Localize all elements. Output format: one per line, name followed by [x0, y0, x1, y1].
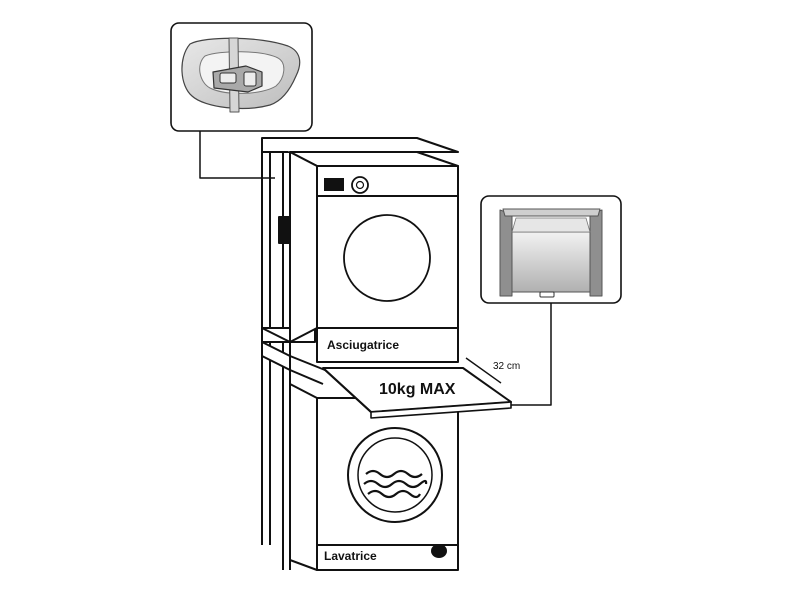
- pull-out-shelf: [322, 357, 512, 419]
- shelf-inset: [480, 195, 622, 304]
- shelf-load-label: 10kg MAX: [379, 381, 456, 398]
- strap-leader-line: [199, 131, 275, 179]
- washer-unit: [289, 383, 459, 571]
- dryer-display: [324, 178, 344, 191]
- dryer-door: [343, 214, 431, 302]
- washer-label: Lavatrice: [324, 549, 377, 563]
- strap-inset-frame: [170, 22, 313, 132]
- washer-foot: [431, 544, 447, 558]
- dryer-label: Asciugatrice: [327, 338, 399, 352]
- strap-inset: [170, 22, 313, 132]
- dryer-unit: [289, 151, 459, 363]
- pull-out-shelf-icon: [499, 207, 603, 298]
- shelf-depth-label: 32 cm: [493, 361, 520, 372]
- depth-dimension-line: [465, 357, 502, 384]
- washer-door: [347, 427, 443, 523]
- water-waves-icon: [363, 469, 428, 499]
- shelf-leader-line: [505, 303, 552, 406]
- dryer-knob: [351, 176, 369, 194]
- ratchet-strap-icon: [181, 37, 301, 113]
